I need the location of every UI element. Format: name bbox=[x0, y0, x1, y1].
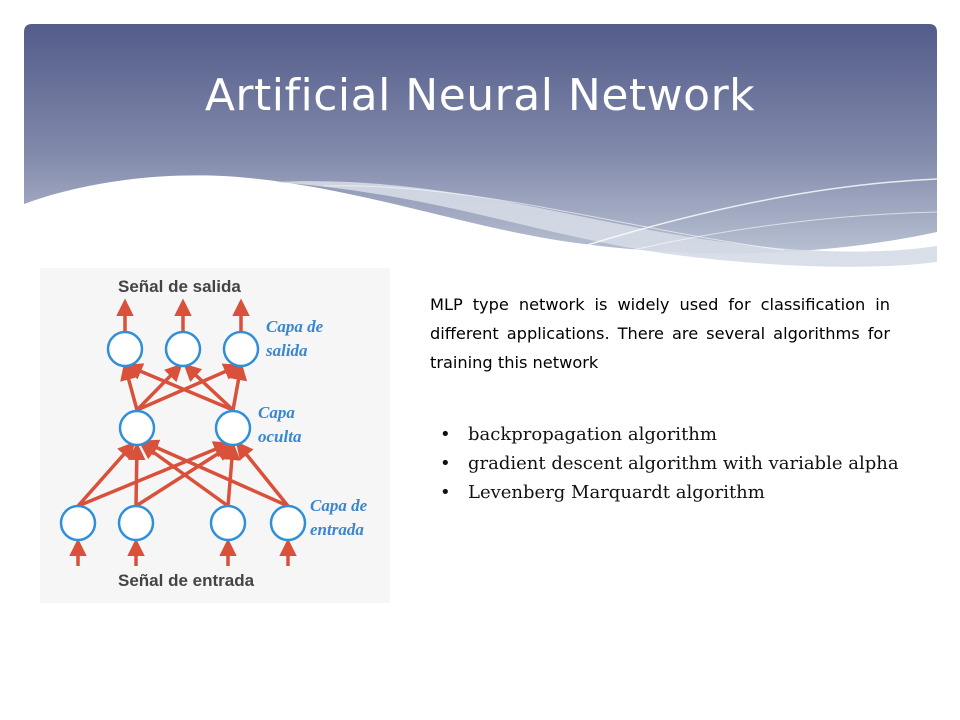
mlp-network-diagram: Señal de salida Señal de entrada Capa de… bbox=[40, 268, 390, 603]
input-neuron bbox=[269, 504, 307, 542]
input-hidden-arrow bbox=[135, 444, 233, 508]
slide-title: Artificial Neural Network bbox=[204, 70, 756, 121]
input-hidden-arrow bbox=[128, 442, 146, 507]
input-layer-label-line1: Capa de bbox=[310, 496, 368, 515]
input-neuron bbox=[117, 504, 155, 542]
input-hidden-arrow bbox=[76, 441, 136, 508]
list-item: backpropagation algorithm bbox=[440, 420, 899, 449]
hidden-layer-label-line2: oculta bbox=[258, 427, 302, 446]
banner-wave-graphic bbox=[24, 24, 937, 267]
hidden-neuron bbox=[214, 409, 252, 447]
input-hidden-arrow bbox=[77, 441, 232, 508]
output-layer-label-line1: Capa de bbox=[266, 317, 324, 336]
hidden-output-arrow bbox=[229, 362, 248, 411]
list-item: Levenberg Marquardt algorithm bbox=[440, 478, 899, 507]
hidden-layer-label-line1: Capa bbox=[258, 403, 295, 422]
input-layer-label-line2: entrada bbox=[310, 520, 364, 539]
list-item: gradient descent algorithm with variable… bbox=[440, 449, 899, 478]
output-signal-label: Señal de salida bbox=[118, 277, 241, 296]
input-neuron bbox=[209, 504, 247, 542]
hidden-output-arrow bbox=[136, 363, 242, 412]
input-hidden-arrow bbox=[140, 439, 289, 508]
hidden-output-arrow bbox=[183, 363, 235, 412]
input-signal-label: Señal de entrada bbox=[118, 571, 255, 590]
output-layer-label-line2: salida bbox=[265, 341, 308, 360]
algorithm-list: backpropagation algorithm gradient desce… bbox=[440, 420, 899, 507]
output-neuron bbox=[106, 330, 144, 368]
output-neuron bbox=[222, 330, 260, 368]
hidden-output-arrow bbox=[135, 363, 183, 412]
input-hidden-arrow bbox=[223, 442, 241, 507]
title-banner bbox=[24, 24, 937, 274]
hidden-neuron bbox=[118, 409, 156, 447]
input-hidden-arrow bbox=[235, 441, 290, 508]
input-neuron bbox=[59, 504, 97, 542]
diagram-background bbox=[40, 268, 390, 603]
output-neuron bbox=[164, 330, 202, 368]
hidden-output-arrow bbox=[124, 363, 234, 412]
description-paragraph: MLP type network is widely used for clas… bbox=[430, 295, 890, 372]
